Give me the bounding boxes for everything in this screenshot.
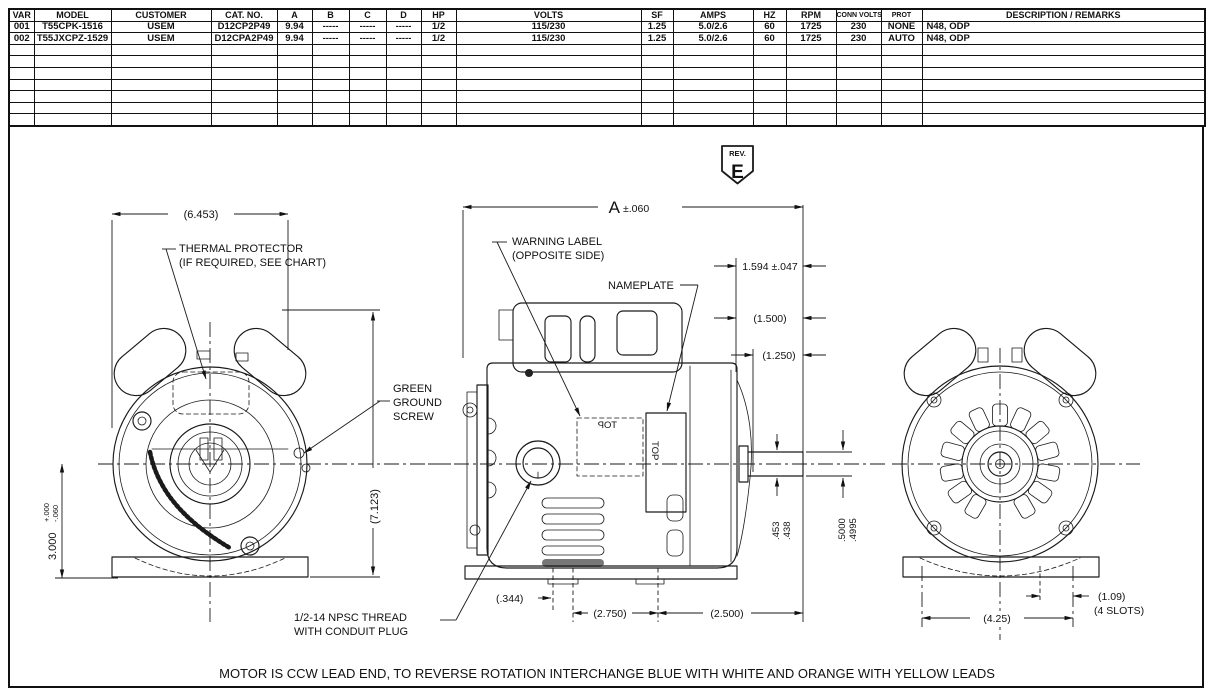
nameplate-top-text: TOP xyxy=(649,441,660,460)
warning-label-outline xyxy=(576,417,644,477)
dim-front-base-tol-plus: +.000 xyxy=(42,503,51,522)
spec-cell-empty xyxy=(921,43,1206,57)
dim-2750: (2.750) xyxy=(593,608,626,620)
motor-body xyxy=(486,362,738,569)
nameplate-label: NAMEPLATE xyxy=(608,280,674,292)
rear-view xyxy=(892,327,1140,640)
front-view xyxy=(98,322,462,622)
col-header-model: MODEL xyxy=(33,8,112,22)
dim-length-a: A xyxy=(609,198,621,217)
spec-cell: AUTO xyxy=(880,32,923,45)
front-right-ear xyxy=(233,327,307,397)
dim-front-width: (6.453) xyxy=(184,209,219,221)
nameplate-outline xyxy=(645,412,687,513)
dim-front-base-tol-minus: -.060 xyxy=(51,505,60,522)
conduit-hole xyxy=(515,440,561,486)
thermal-protector-label-1: THERMAL PROTECTOR xyxy=(179,243,303,255)
col-header-description-remarks: DESCRIPTION / REMARKS xyxy=(921,8,1206,22)
dim-2500: (2.500) xyxy=(710,608,743,620)
spec-cell: 230 xyxy=(835,32,882,45)
rear-base xyxy=(902,556,1100,578)
ground-strap xyxy=(147,449,233,551)
warning-label-1: WARNING LABEL xyxy=(512,236,602,248)
thermal-protector-label-2: (IF REQUIRED, SEE CHART) xyxy=(179,257,326,269)
dim-slot-count: (4 SLOTS) xyxy=(1094,605,1144,617)
front-callouts: THERMAL PROTECTOR (IF REQUIRED, SEE CHAR… xyxy=(162,243,442,454)
dim-slot-width: (1.09) xyxy=(1098,591,1125,603)
rear-right-ear xyxy=(1023,327,1097,397)
green-ground-screw xyxy=(293,447,305,459)
col-header-volts: VOLTS xyxy=(455,8,642,22)
dim-1500: (1.500) xyxy=(753,313,786,325)
rev-badge: REV. E xyxy=(721,145,754,185)
rear-dimensions: (4.25) (1.09) (4 SLOTS) xyxy=(921,566,1144,627)
dim-shaft-ext: 1.594 ±.047 xyxy=(742,261,798,273)
dim-dia-2: .4995 xyxy=(848,518,859,542)
front-dimensions: (6.453) 3.000 +.000 -.060 (7.123) xyxy=(42,206,381,579)
spec-cell: 60 xyxy=(752,32,787,45)
ground-screw-label-1: GREEN xyxy=(393,383,432,395)
col-header-a: A xyxy=(276,8,313,22)
dim-front-height: (7.123) xyxy=(369,489,381,524)
side-base xyxy=(464,565,738,580)
dim-dia-1: .5000 xyxy=(837,518,848,542)
ground-screw-label-2: GROUND xyxy=(393,397,442,409)
conduit-label-1: 1/2-14 NPSC THREAD xyxy=(294,612,407,624)
spec-cell: N48, ODP xyxy=(921,32,1206,45)
dim-1250: (1.250) xyxy=(762,350,795,362)
dim-flat-1: .453 xyxy=(771,522,782,541)
front-base xyxy=(111,556,309,578)
spec-row-empty xyxy=(8,113,1206,127)
rev-value: E xyxy=(731,162,744,183)
dim-length-tol: ±.060 xyxy=(623,203,649,215)
spec-row-empty xyxy=(8,43,1206,57)
dim-344: (.344) xyxy=(496,593,523,605)
rotation-note: MOTOR IS CCW LEAD END, TO REVERSE ROTATI… xyxy=(219,666,995,681)
side-dimensions: A ±.060 1.594 ±.047 (1.500) (1.250) .453… xyxy=(462,198,859,622)
col-header-conn-volts: CONN VOLTS xyxy=(835,8,882,22)
warning-top-text: TOP xyxy=(598,420,617,431)
side-view: TOP TOP xyxy=(428,302,888,585)
front-left-ear xyxy=(113,327,187,397)
spec-cell: ----- xyxy=(311,32,350,45)
side-callouts: WARNING LABEL (OPPOSITE SIDE) NAMEPLATE … xyxy=(294,236,699,638)
warning-label-2: (OPPOSITE SIDE) xyxy=(512,250,604,262)
ground-screw-label-3: SCREW xyxy=(393,411,435,423)
spec-row-empty xyxy=(8,66,1206,80)
col-header-hz: HZ xyxy=(752,8,787,22)
spec-cell: USEM xyxy=(110,32,212,45)
col-header-customer: CUSTOMER xyxy=(110,8,212,22)
rev-label: REV. xyxy=(729,149,746,158)
spec-cell-empty xyxy=(921,113,1206,127)
spec-row-empty xyxy=(8,55,1206,68)
conduit-label-2: WITH CONDUIT PLUG xyxy=(294,626,408,638)
thermal-protector-outline xyxy=(172,371,250,415)
dim-front-base: 3.000 xyxy=(47,532,59,560)
dim-rear-mount: (4.25) xyxy=(983,613,1010,625)
spec-cell: T55JXCPZ-1529 xyxy=(33,32,112,45)
dim-flat-2: .438 xyxy=(782,522,793,541)
spec-cell: ----- xyxy=(385,32,422,45)
rear-left-ear xyxy=(903,327,977,397)
spec-cell: ----- xyxy=(348,32,387,45)
